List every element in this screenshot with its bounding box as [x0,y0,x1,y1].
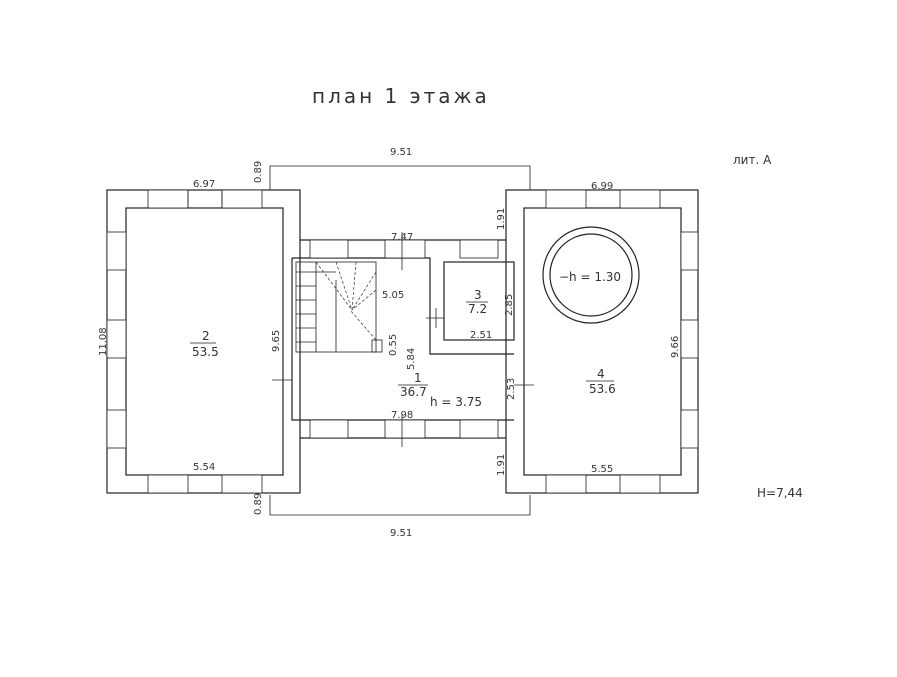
dim-right-bottom: 5.55 [591,464,613,475]
dimension-labels: 6.97 5.54 6.99 5.55 7.47 7.98 5.05 2.51 … [98,161,681,515]
room-labels: 2 53.5 1 36.7 h = 3.75 3 7.2 4 53.6 [190,288,616,409]
room-2-block [106,189,301,494]
pool-depth-label: −h = 1.30 [559,270,621,284]
dim-right-height: 9.66 [670,336,681,358]
pool: −h = 1.30 [542,226,640,324]
room-2-area: 53.5 [192,345,219,359]
total-height-label: Н=7,44 [757,486,803,500]
room-2-number: 2 [202,329,210,343]
dim-top-overall: 9.51 [390,147,412,158]
dim-room3-height: 2.85 [504,294,515,316]
dim-passage: 2.53 [506,378,517,400]
staircase [295,261,383,353]
dim-center-bottom: 7.98 [391,410,413,421]
dim-step: 0.55 [388,334,399,356]
dim-left-top: 6.97 [193,179,215,190]
dim-left-bottom: 5.54 [193,462,215,473]
room-4-number: 4 [597,367,605,381]
dim-bottom-overall: 9.51 [390,528,412,539]
plan-title: план 1 этажа [312,84,490,108]
overall-dimension-top: 9.51 [269,147,531,190]
dim-room3-width: 2.51 [470,330,492,341]
room-3-number: 3 [474,288,482,302]
room-1-height: h = 3.75 [430,395,482,409]
room-1-number: 1 [414,371,422,385]
dim-center-top: 7.47 [391,232,413,243]
dim-center-height: 5.84 [406,348,417,370]
overall-dimension-bottom: 9.51 [269,495,531,539]
room-4-area: 53.6 [589,382,616,396]
dim-stair-length: 5.05 [382,290,404,301]
dim-left-inner-height: 9.65 [271,330,282,352]
lit-label: лит. А [733,153,772,167]
dim-notch-bottom-left: 0.89 [253,493,264,515]
room-3-area: 7.2 [468,302,487,316]
room-1-area: 36.7 [400,385,427,399]
dim-right-top: 6.99 [591,181,613,192]
dim-left-height: 11.08 [98,327,109,356]
dim-right-notch-top: 1.91 [496,208,507,230]
dim-right-notch-bottom: 1.91 [496,454,507,476]
room-4-block [505,189,699,494]
dim-notch-top-left: 0.89 [253,161,264,183]
room-3-block [426,261,515,341]
room-1-block [291,232,514,447]
